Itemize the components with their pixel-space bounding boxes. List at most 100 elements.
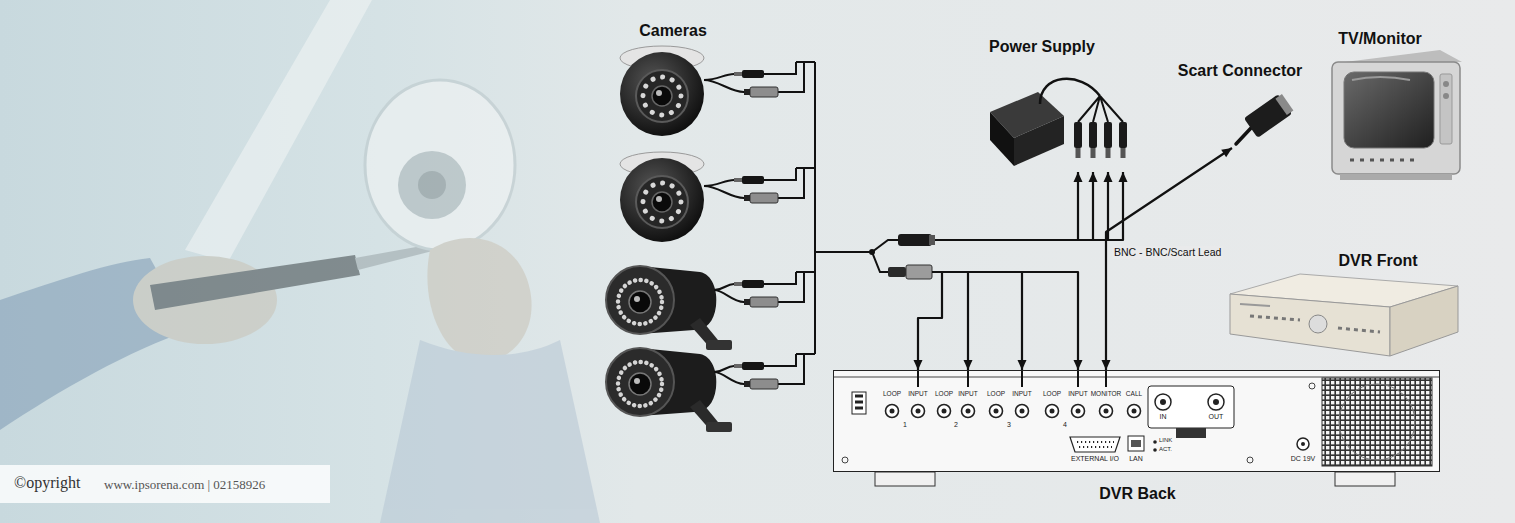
arrow-head <box>1119 172 1128 182</box>
dvr-back-panel <box>1128 436 1144 451</box>
port-number: 1 <box>903 421 907 429</box>
led-label: LINK <box>1159 437 1172 444</box>
background-photo <box>427 238 531 362</box>
splitter-lead <box>929 235 935 245</box>
bullet-camera <box>606 348 674 416</box>
dvr-back-panel <box>1247 457 1253 463</box>
bullet-camera <box>606 348 732 432</box>
dvr-front-unit <box>1338 328 1380 332</box>
port-number: 3 <box>1007 421 1011 429</box>
dvr-back-panel <box>852 392 866 414</box>
arrow-head <box>1018 360 1027 370</box>
dvr-back-panel <box>1208 394 1224 410</box>
scart-connector: Scart Connector <box>1160 60 1315 148</box>
splitter-lead <box>898 234 932 246</box>
dome-camera <box>620 152 704 242</box>
rf-port-label: IN <box>1160 413 1167 421</box>
dome-camera <box>643 183 681 221</box>
dome-camera <box>652 86 672 106</box>
power-adapter <box>1091 148 1096 158</box>
dvr-back-panel <box>1077 441 1114 443</box>
port-label: LOOP <box>987 390 1005 397</box>
dvr-front-unit <box>1250 316 1300 320</box>
scart-plug <box>1275 94 1293 115</box>
tv-monitor <box>1350 159 1420 162</box>
power-input-label: DC 19V <box>1291 455 1316 463</box>
cable-line <box>1106 148 1232 370</box>
power-adapter <box>1104 122 1112 148</box>
tv-monitor <box>1352 77 1410 80</box>
dvr-back-panel <box>1301 442 1305 446</box>
power-supply: Power Supply <box>975 34 1145 172</box>
camera-group: Cameras <box>595 18 820 436</box>
camera-plug <box>742 362 764 370</box>
arrow-head <box>1104 172 1113 182</box>
dvr-back-panel <box>1131 440 1141 447</box>
camera-plug <box>742 176 764 184</box>
dvr-back-panel <box>1309 383 1315 389</box>
copyright-band <box>0 465 330 503</box>
bullet-camera <box>634 378 640 384</box>
dome-camera <box>656 196 662 202</box>
scart-plug <box>1236 92 1295 144</box>
camera-plug <box>744 195 750 201</box>
dvr-back-panel <box>990 405 1003 418</box>
camera-plug <box>734 178 742 182</box>
tv-monitor <box>1344 72 1434 148</box>
background-photo <box>185 0 372 262</box>
camera-plug <box>734 364 742 368</box>
power-adapter <box>1078 96 1123 122</box>
splitter-lead <box>906 265 932 279</box>
dvr-back-panel <box>1297 438 1309 450</box>
node-heading: Cameras <box>639 22 707 40</box>
power-adapter <box>1074 122 1082 148</box>
dvr-back-panel <box>1155 394 1171 410</box>
node-heading: DVR Front <box>1338 252 1417 270</box>
arrow-head <box>1089 172 1098 182</box>
connector-label: LAN <box>1129 455 1143 463</box>
tv-monitor <box>1332 50 1462 180</box>
dvr-back-panel <box>855 396 863 408</box>
camera-plug <box>742 280 764 288</box>
dome-camera <box>636 70 688 122</box>
camera-plug <box>750 379 778 389</box>
camera-plug <box>734 70 778 389</box>
cable-connector <box>820 172 1128 252</box>
dvr-back-panel <box>833 370 1440 472</box>
dvr-front-unit <box>1309 315 1327 333</box>
tv-monitor <box>1332 62 1460 174</box>
arrow-head <box>1221 148 1232 157</box>
background-photo <box>150 255 360 310</box>
camera-cable <box>704 62 820 384</box>
port-label: MONITOR <box>1091 390 1122 397</box>
port-label: INPUT <box>1012 390 1032 397</box>
cable-line <box>820 172 1123 252</box>
dvr-back-panel <box>1079 446 1112 448</box>
dvr-back-panel <box>1160 399 1166 405</box>
dvr-back-panel <box>1016 405 1029 418</box>
dome-camera <box>643 77 681 115</box>
dvr-back-panel <box>1153 440 1157 444</box>
dome-camera <box>636 176 688 228</box>
scart-plug <box>1236 128 1251 144</box>
dvr-back-panel <box>1322 378 1432 466</box>
background-photo <box>380 340 600 523</box>
dvr-front-unit <box>1240 304 1270 306</box>
port-number: 4 <box>1063 421 1067 429</box>
led-label: ACT. <box>1159 446 1172 453</box>
arrow-head <box>1074 172 1083 182</box>
bullet-camera <box>634 296 640 302</box>
splitter-lead <box>869 234 935 279</box>
port-label: CALL <box>1126 390 1142 397</box>
dvr-back-panel <box>842 457 848 463</box>
node-heading: Scart Connector <box>1178 62 1302 80</box>
port-label: LOOP <box>935 390 953 397</box>
bullet-camera <box>706 422 732 432</box>
dvr-back-panel <box>1046 405 1059 418</box>
port-label: INPUT <box>908 390 928 397</box>
bullet-camera <box>606 266 674 334</box>
camera-plug <box>750 297 778 307</box>
dvr-back-panel <box>938 405 951 418</box>
bullet-camera <box>618 362 662 406</box>
dvr-front-unit <box>1230 294 1390 356</box>
